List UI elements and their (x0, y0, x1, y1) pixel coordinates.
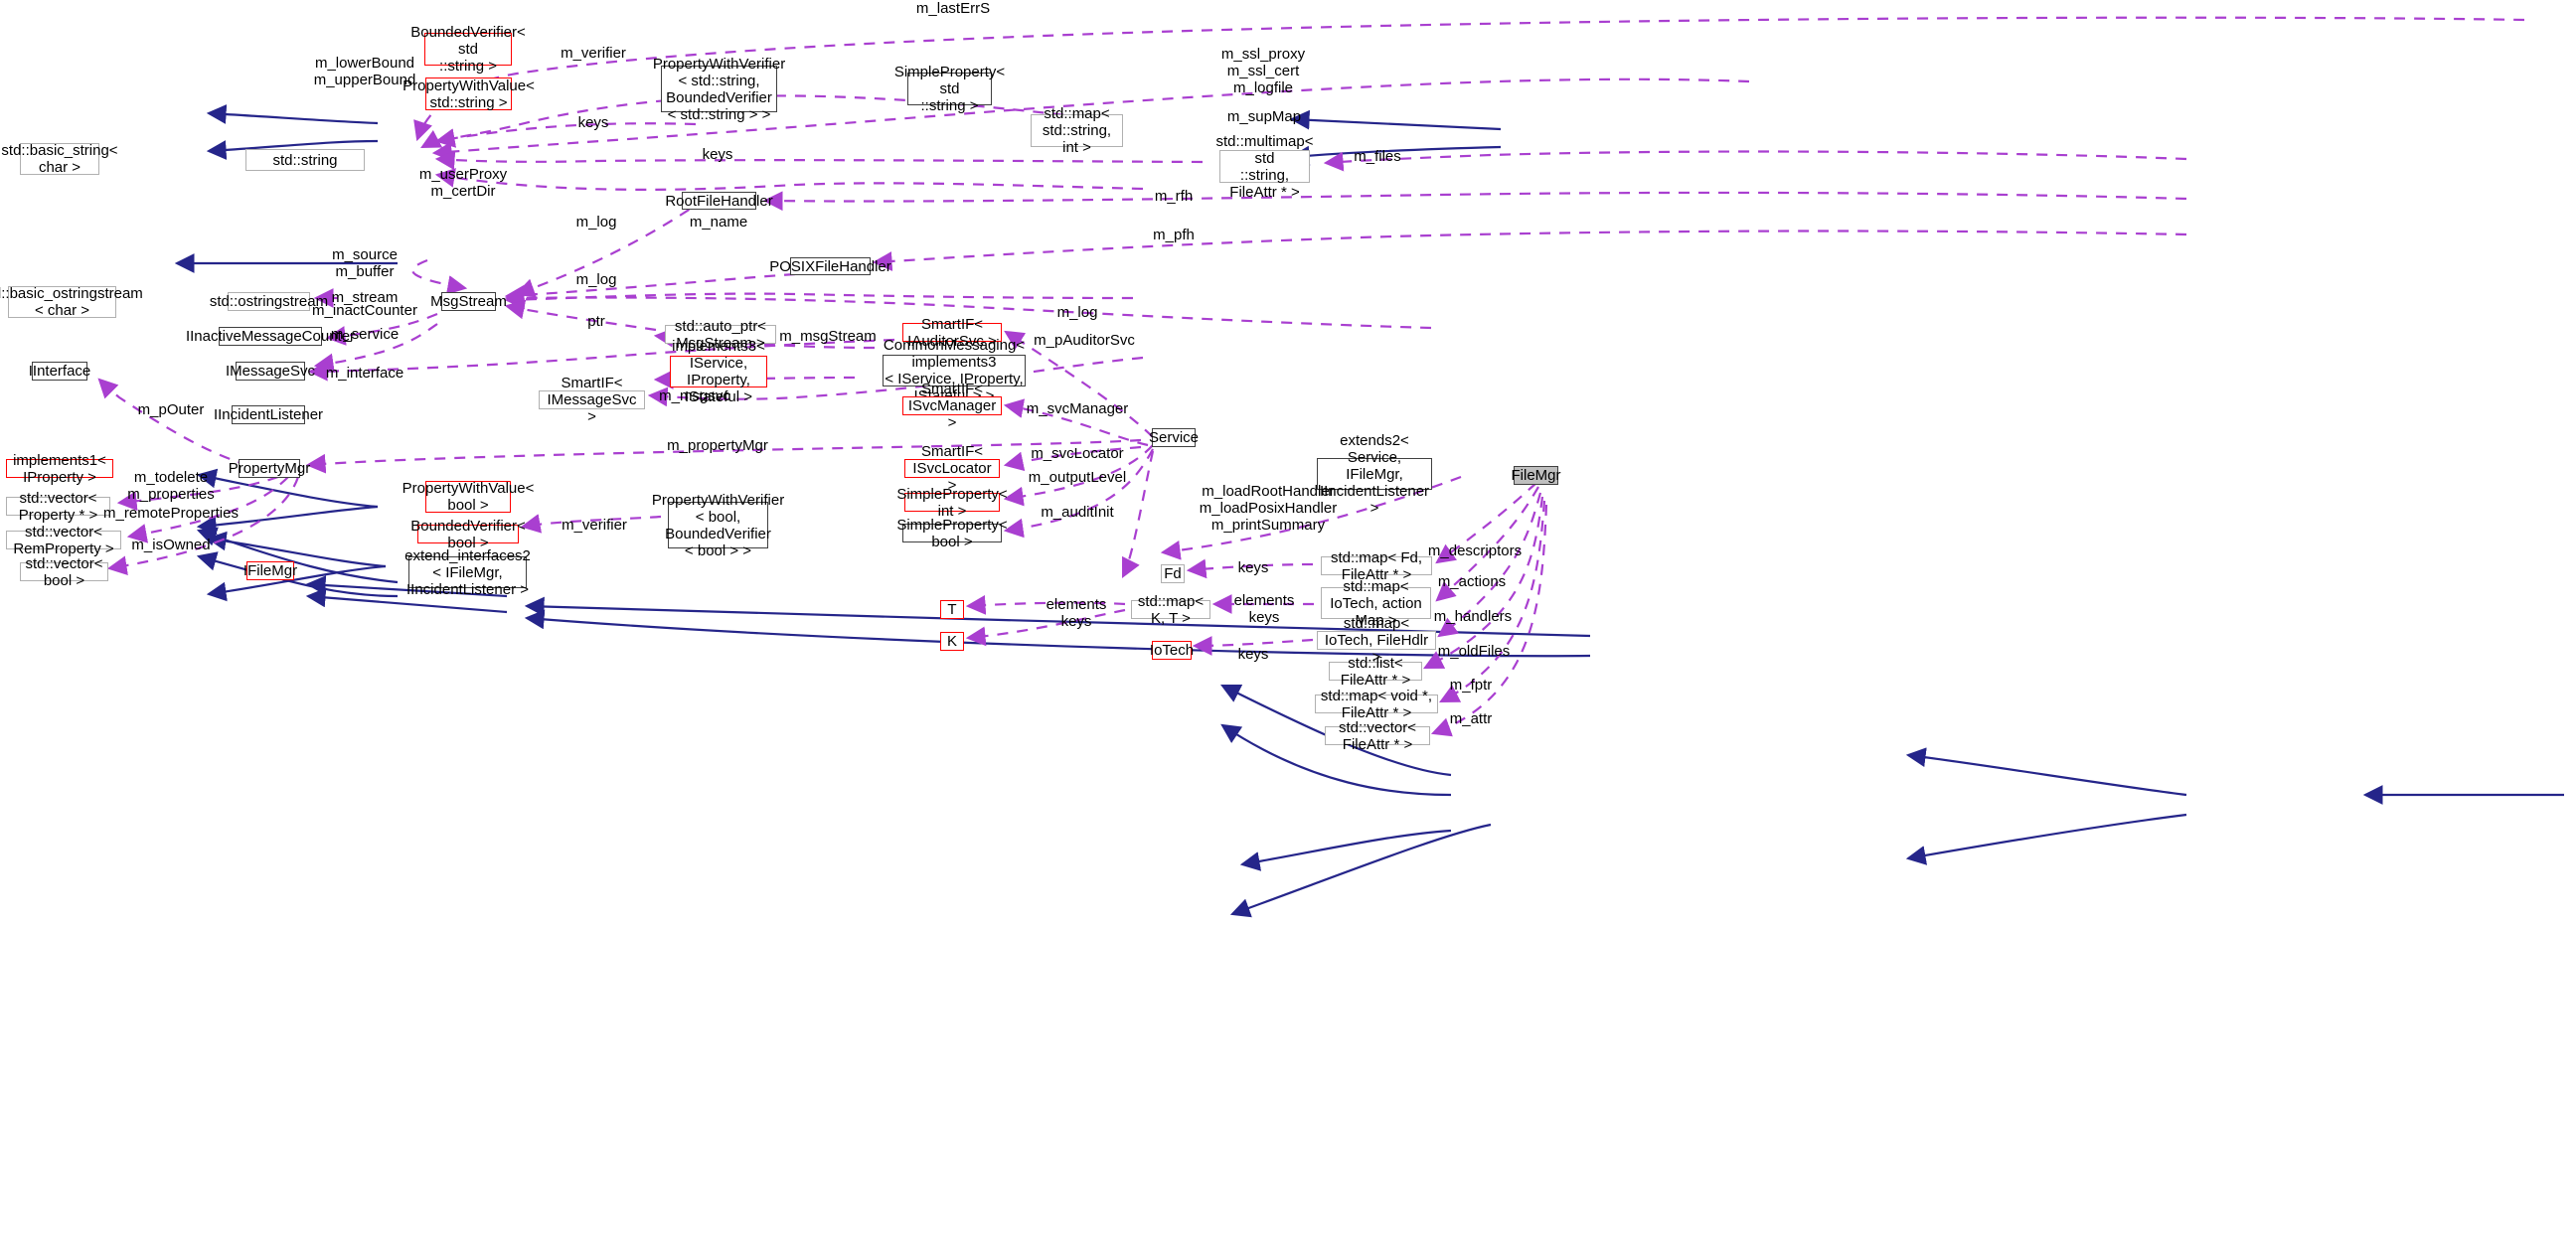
class-node-t-node[interactable]: T (940, 600, 964, 619)
edge-label-m-supMap: m_supMap (1226, 108, 1302, 125)
class-node-map-void-fa[interactable]: std::map< void *, FileAttr * > (1315, 688, 1438, 721)
edge-label-m-svcLocator: m_svcLocator (1031, 445, 1124, 462)
class-node-bv-bool[interactable]: BoundedVerifier< bool > (410, 517, 526, 551)
class-node-implements1[interactable]: implements1< IProperty > (6, 452, 113, 486)
class-node-iinactivemsg[interactable]: IInactiveMessageCounter (185, 327, 356, 346)
class-node-bv-string[interactable]: BoundedVerifier< std ::string > (410, 24, 526, 75)
edge-label-m-oldFiles: m_oldFiles (1437, 643, 1511, 660)
edge-label-m-outputLevel: m_outputLevel (1028, 469, 1127, 486)
edge-label-m-isOwned: m_isOwned (131, 537, 211, 553)
class-node-service[interactable]: Service (1148, 428, 1200, 447)
edge-label-m-userProxy: m_userProxy m_certDir (418, 166, 508, 200)
edge-label-m-verifier-bool: m_verifier (562, 517, 627, 534)
class-node-propertymgr[interactable]: PropertyMgr (228, 459, 311, 478)
edge-label-m-log-2: m_log (575, 271, 617, 288)
class-node-posixfilehandler[interactable]: POSIXFileHandler (769, 257, 891, 275)
class-node-implements3[interactable]: implements3< IService, IProperty, IState… (670, 338, 767, 405)
edge-label-keys-2: keys (702, 146, 733, 163)
edge-label-m-propertyMgr: m_propertyMgr (667, 437, 768, 454)
class-node-smartif-svcmgr[interactable]: SmartIF< ISvcManager > (902, 381, 1002, 431)
edge-label-m-pAuditorSvc: m_pAuditorSvc (1034, 332, 1135, 349)
edge-label-m-remoteProperties: m_remoteProperties (103, 505, 239, 522)
class-node-vec-bool[interactable]: std::vector< bool > (20, 555, 108, 589)
edge-label-m-todelete: m_todelete m_properties (127, 469, 215, 503)
edge-label-m-attr: m_attr (1449, 710, 1493, 727)
edge-label-m-auditInit: m_auditInit (1041, 504, 1114, 521)
edge-label-m-lastErrS: m_lastErrS (915, 0, 991, 17)
class-node-rootfilehandler[interactable]: RootFileHandler (665, 192, 773, 210)
class-node-iincidentlist[interactable]: IIncidentListener (213, 405, 324, 424)
edge-label-m-descriptors: m_descriptors (1427, 542, 1523, 559)
class-node-k-node[interactable]: K (940, 632, 964, 651)
class-node-pwverifier-str[interactable]: PropertyWithVerifier < std::string, Boun… (652, 55, 786, 123)
class-node-basic-ostream[interactable]: std::basic_ostringstream < char > (0, 285, 143, 319)
class-node-map-string-int[interactable]: std::map< std::string, int > (1031, 105, 1123, 156)
class-node-iinterface[interactable]: IInterface (28, 362, 91, 381)
class-node-list-fa[interactable]: std::list< FileAttr * > (1329, 655, 1422, 689)
class-node-imessagesvc[interactable]: IMessageSvc (225, 362, 316, 381)
edge-label-m-pfh: m_pfh (1153, 227, 1195, 243)
class-node-map-iotech-fh[interactable]: std::map< IoTech, FileHdlr > (1317, 615, 1436, 666)
class-node-multimap-fa[interactable]: std::multimap< std ::string, FileAttr * … (1215, 132, 1314, 201)
edge-label-m-fptr: m_fptr (1449, 677, 1493, 694)
edge-label-keys-top: keys (577, 114, 609, 131)
edge-label-m-source-buffer: m_source m_buffer (332, 246, 398, 280)
class-node-filemgr[interactable]: FileMgr (1511, 466, 1561, 485)
class-node-iotech[interactable]: IoTech (1149, 641, 1195, 660)
class-node-msgstream[interactable]: MsgStream (430, 292, 507, 311)
edge-label-m-log-3: m_log (1056, 304, 1098, 321)
class-node-vec-remprop[interactable]: std::vector< RemProperty > (6, 524, 121, 557)
edge-label-m-loadgroup: m_loadRootHandler m_loadPosixHandler m_p… (1199, 483, 1338, 534)
class-node-map-fd[interactable]: std::map< Fd, FileAttr * > (1321, 549, 1432, 583)
edge-label-ptr: ptr (587, 313, 605, 330)
class-node-smartif-svcloc[interactable]: SmartIF< ISvcLocator > (904, 443, 1000, 494)
edge-label-keys-iotech: keys (1237, 646, 1269, 663)
class-node-ostringstream[interactable]: std::ostringstream (209, 292, 329, 311)
edge-label-m-handlers: m_handlers (1433, 608, 1513, 625)
class-node-pwv-bool[interactable]: PropertyWithValue< bool > (402, 480, 535, 514)
edge-label-m-bounds: m_lowerBound m_upperBound (313, 55, 416, 88)
class-node-map-k-t[interactable]: std::map< K, T > (1131, 593, 1210, 627)
class-node-vec-property[interactable]: std::vector< Property * > (6, 490, 110, 524)
edge-label-m-service: m_service (330, 326, 400, 343)
edge-label-m-stream: m_stream (331, 289, 399, 306)
class-node-ifilemgr[interactable]: IFileMgr (242, 561, 298, 580)
edge-label-m-verifier-str: m_verifier (561, 45, 626, 62)
class-node-pwv-string[interactable]: PropertyWithValue< std::string > (402, 77, 535, 111)
edge-label-m-log-1: m_log (575, 214, 617, 231)
class-node-simpleprop-str[interactable]: SimpleProperty< std ::string > (893, 64, 1006, 114)
class-node-simpleprop-bool[interactable]: SimpleProperty< bool > (896, 516, 1008, 550)
edge-label-m-rfh: m_rfh (1154, 188, 1194, 205)
edge-label-m-files: m_files (1354, 148, 1401, 165)
edge-label-m-ssl-group: m_ssl_proxy m_ssl_cert m_logfile (1220, 46, 1306, 96)
edge-label-m-pOuter: m_pOuter (137, 401, 205, 418)
edge-label-m-msgsvc: m_msgsvc (659, 387, 730, 404)
edge-label-m-msgStream: m_msgStream (779, 328, 877, 345)
class-node-std-string[interactable]: std::string (245, 149, 365, 171)
edge-label-m-inactCounter: m_inactCounter (312, 302, 417, 319)
edge-label-m-svcManager: m_svcManager (1026, 400, 1129, 417)
edge-label-elements-2: elements keys (1233, 592, 1295, 626)
edge-label-m-interface: m_interface (325, 365, 404, 382)
class-node-pwverifier-bool[interactable]: PropertyWithVerifier < bool, BoundedVeri… (651, 491, 785, 559)
class-node-extends2[interactable]: extends2< Service, IFileMgr, IIncidentLi… (1317, 432, 1432, 517)
class-node-fd[interactable]: Fd (1161, 564, 1185, 583)
class-node-extend-if2[interactable]: extend_interfaces2 < IFileMgr, IIncident… (404, 546, 531, 598)
class-node-simpleprop-int[interactable]: SimpleProperty< int > (896, 485, 1008, 520)
edge-label-elements-1: elements keys (1046, 596, 1107, 630)
edge-label-m-name: m_name (689, 214, 748, 231)
class-node-vec-fa[interactable]: std::vector< FileAttr * > (1325, 719, 1430, 753)
edge-label-keys-fd: keys (1237, 559, 1269, 576)
class-node-basic-string[interactable]: std::basic_string< char > (1, 142, 118, 176)
class-node-smartif-msgsvc[interactable]: SmartIF< IMessageSvc > (539, 375, 645, 425)
edge-label-m-actions: m_actions (1437, 573, 1507, 590)
